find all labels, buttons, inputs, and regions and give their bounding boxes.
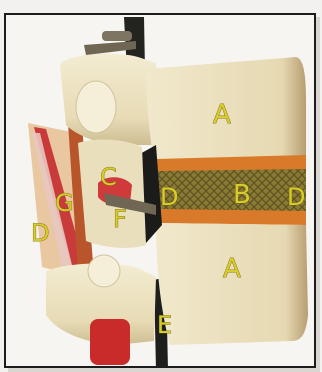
diagram-frame: A A B C D D D E F G [4, 13, 316, 368]
facet-joint-bottom [88, 255, 120, 287]
vertebral-body-bottom [156, 223, 308, 345]
intervertebral-disc [158, 169, 306, 213]
label-d-front: D [287, 183, 305, 211]
label-e: E [157, 311, 172, 339]
spine-illustration: A A B C D D D E F G [6, 15, 316, 368]
spinous-process-tip [90, 319, 130, 365]
process-cap-top [102, 31, 132, 41]
label-a-top: A [213, 100, 231, 130]
facet-joint-top [76, 81, 116, 133]
endplate-bottom [158, 209, 306, 225]
label-d-back: D [31, 219, 49, 247]
label-g: G [55, 189, 74, 217]
label-a-bottom: A [223, 254, 241, 284]
label-f: F [113, 205, 127, 233]
label-d-canal: D [160, 183, 178, 211]
label-c: C [100, 163, 117, 191]
label-b: B [233, 180, 251, 210]
